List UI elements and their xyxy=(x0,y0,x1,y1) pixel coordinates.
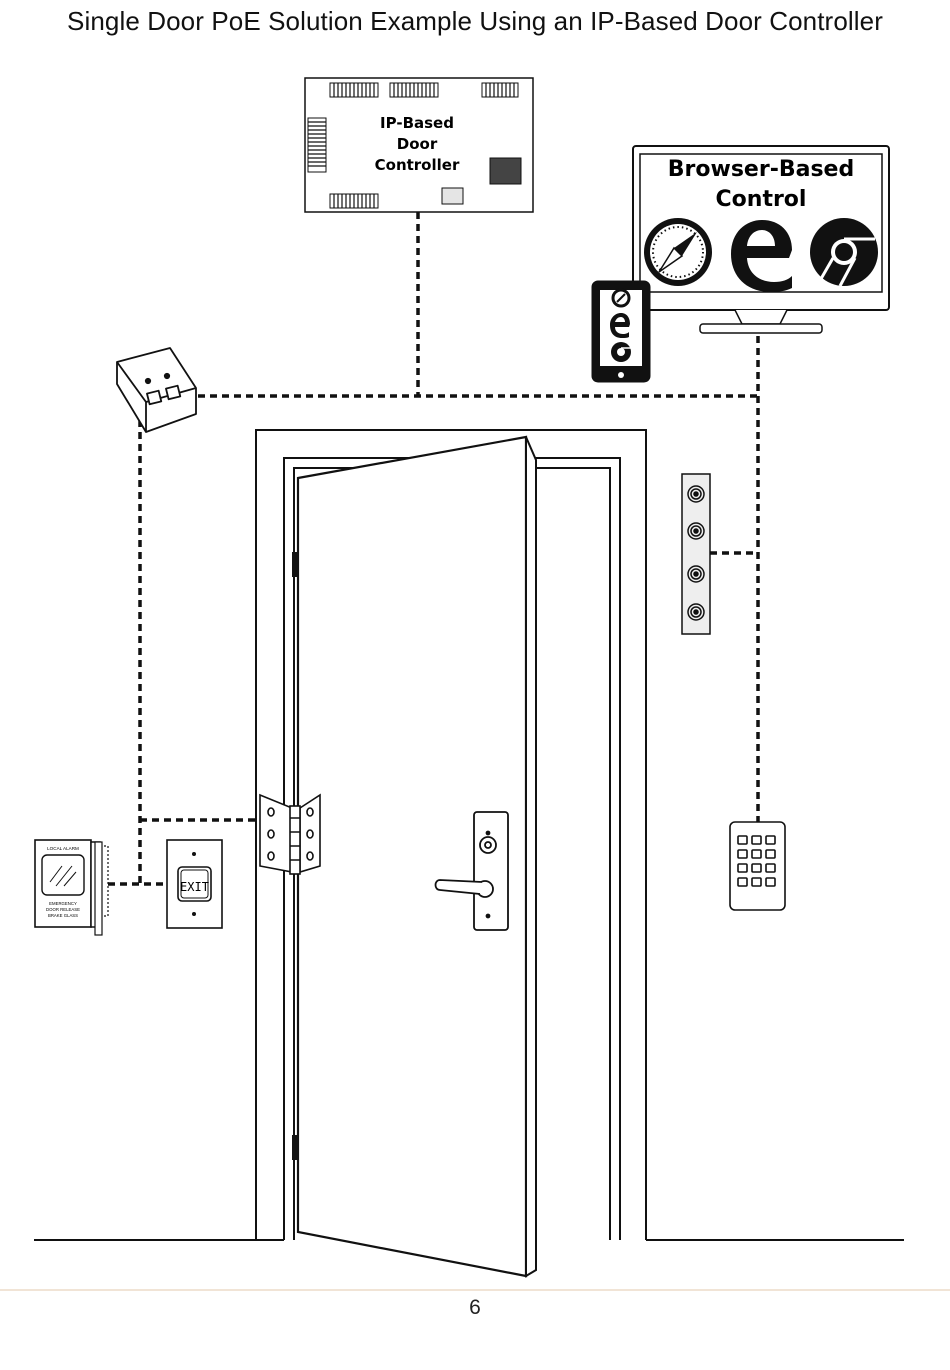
emergency-top-label: LOCAL ALARM xyxy=(47,846,79,851)
hinge xyxy=(292,552,299,577)
terminal-pins xyxy=(308,83,515,208)
wall-reader xyxy=(681,473,711,635)
edge-icon xyxy=(610,313,630,338)
chrome-icon xyxy=(611,342,631,362)
safari-icon xyxy=(644,218,712,286)
lockset xyxy=(434,811,509,931)
edge-icon xyxy=(731,220,792,292)
monitor: Browser-Based Control xyxy=(632,145,890,334)
emergency-door-release: LOCAL ALARM EMERGENCY DOOR RELEASE BRAKE… xyxy=(34,839,109,936)
door-controller: IP-Based Door Controller xyxy=(304,77,534,213)
door-leaf xyxy=(292,435,537,1278)
exit-label: EXIT xyxy=(180,880,209,894)
page-number: 6 xyxy=(469,1296,481,1319)
exit-button: EXIT xyxy=(166,839,223,929)
controller-label-line1: IP-Based xyxy=(380,114,454,132)
emergency-label-line1: EMERGENCY xyxy=(49,901,77,906)
emergency-label-line2: DOOR RELEASE xyxy=(46,907,80,912)
keypad xyxy=(729,821,786,911)
desk-station xyxy=(116,347,197,433)
monitor-label-line2: Control xyxy=(716,187,807,212)
chrome-icon xyxy=(810,218,878,287)
page-title: Single Door PoE Solution Example Using a… xyxy=(67,6,883,36)
smartphone xyxy=(591,280,651,383)
monitor-label-line1: Browser-Based xyxy=(668,157,854,182)
monitor-base xyxy=(699,323,823,334)
controller-label-line2: Door xyxy=(397,135,438,153)
safari-icon xyxy=(611,288,631,308)
hinge xyxy=(292,1135,299,1160)
monitor-stand xyxy=(734,309,788,325)
emergency-label-line3: BRAKE GLASS xyxy=(48,913,78,918)
controller-label-line3: Controller xyxy=(375,156,460,174)
chip xyxy=(489,157,522,185)
network-port xyxy=(441,187,464,205)
power-transfer-hinge xyxy=(259,793,321,875)
